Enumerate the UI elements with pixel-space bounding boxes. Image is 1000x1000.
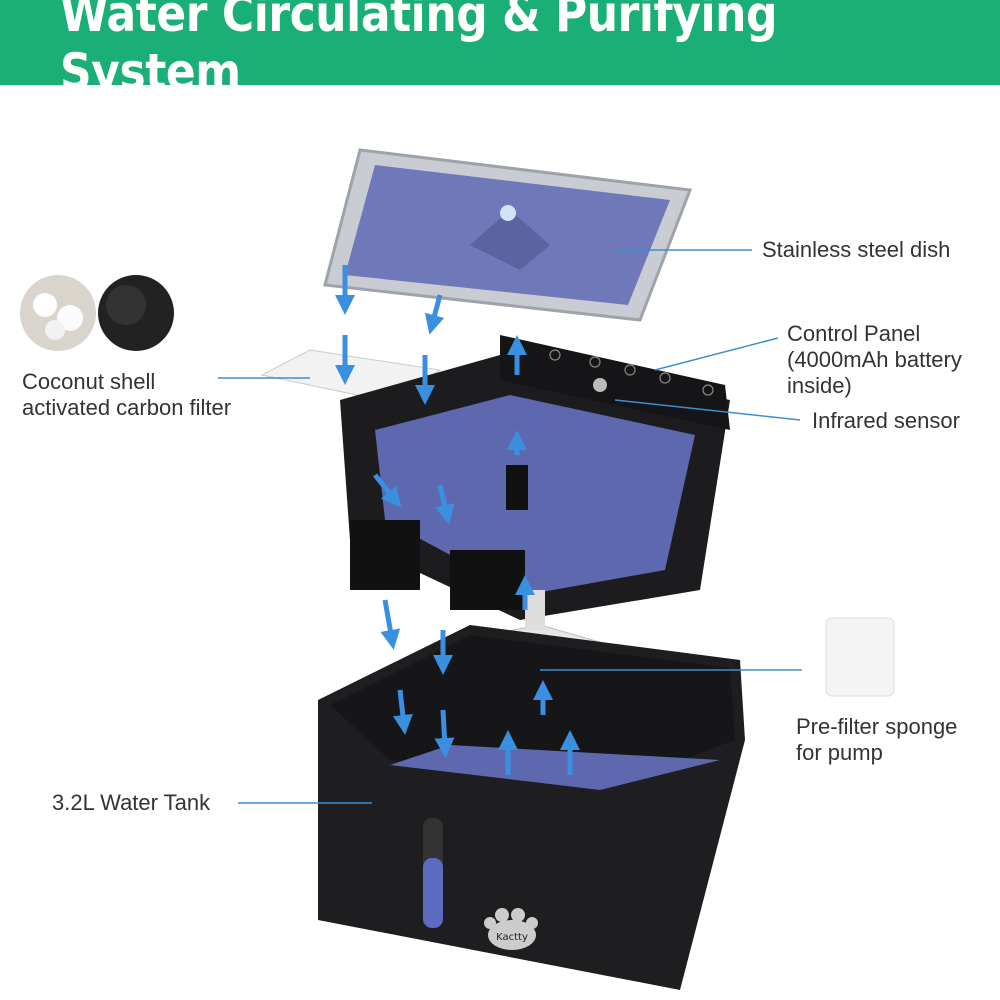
water-tank: Kactty bbox=[318, 625, 745, 990]
label-line: Coconut shell bbox=[22, 369, 156, 394]
stainless-steel-dish bbox=[323, 148, 693, 322]
brand-logo-text: Kactty bbox=[496, 932, 528, 943]
label-prefilter-sponge: Pre-filter sponge for pump bbox=[796, 714, 957, 766]
label-line: for pump bbox=[796, 740, 883, 765]
label-carbon-filter: Coconut shell activated carbon filter bbox=[22, 369, 231, 421]
label-line: (4000mAh battery bbox=[787, 347, 962, 372]
label-infrared-sensor: Infrared sensor bbox=[812, 408, 960, 433]
label-line: Pre-filter sponge bbox=[796, 714, 958, 739]
sponge-image bbox=[825, 617, 895, 697]
label-stainless-steel-dish: Stainless steel dish bbox=[762, 237, 951, 262]
label-water-tank: 3.2L Water Tank bbox=[52, 790, 211, 815]
page-title: Water Circulating & Purifying System bbox=[60, 0, 778, 101]
label-control-panel: Control Panel (4000mAh battery inside) bbox=[787, 321, 962, 399]
label-line: activated carbon filter bbox=[22, 395, 232, 420]
label-line: inside) bbox=[787, 373, 852, 398]
header-banner: Water Circulating & Purifying System bbox=[0, 0, 1000, 101]
leader-lines bbox=[218, 249, 802, 804]
infrared-sensor bbox=[593, 378, 607, 392]
paw-logo: Kactty bbox=[484, 908, 538, 950]
label-line: Control Panel bbox=[787, 321, 921, 346]
flow-arrows bbox=[335, 265, 580, 775]
